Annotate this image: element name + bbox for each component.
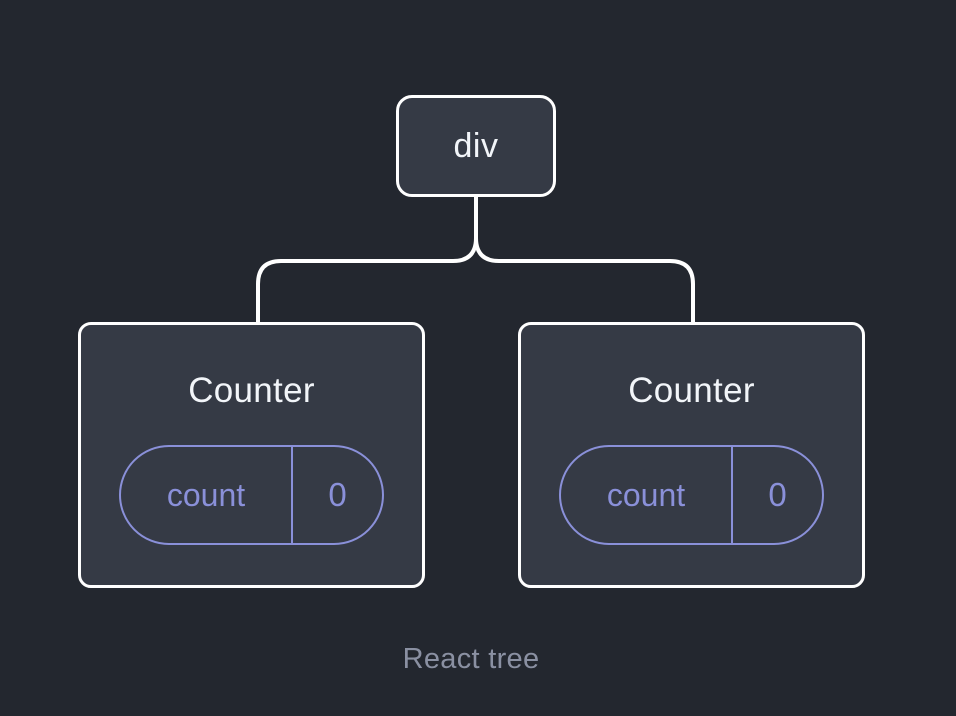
state-key-label: count <box>561 447 733 543</box>
connector-root-to-left-child <box>256 197 478 322</box>
state-value: 0 <box>768 476 787 513</box>
state-value: 0 <box>328 476 347 513</box>
diagram-caption: React tree <box>402 643 540 675</box>
state-pill: count 0 <box>119 445 384 545</box>
component-title: Counter <box>188 371 315 410</box>
state-pill: count 0 <box>559 445 824 545</box>
connector-root-to-right-child <box>474 197 695 322</box>
root-node-div: div <box>396 95 556 197</box>
state-key-label: count <box>121 447 293 543</box>
counter-node-right: Counter count 0 <box>518 322 865 588</box>
root-node-label: div <box>453 126 499 165</box>
component-title: Counter <box>628 371 755 410</box>
counter-node-left: Counter count 0 <box>78 322 425 588</box>
